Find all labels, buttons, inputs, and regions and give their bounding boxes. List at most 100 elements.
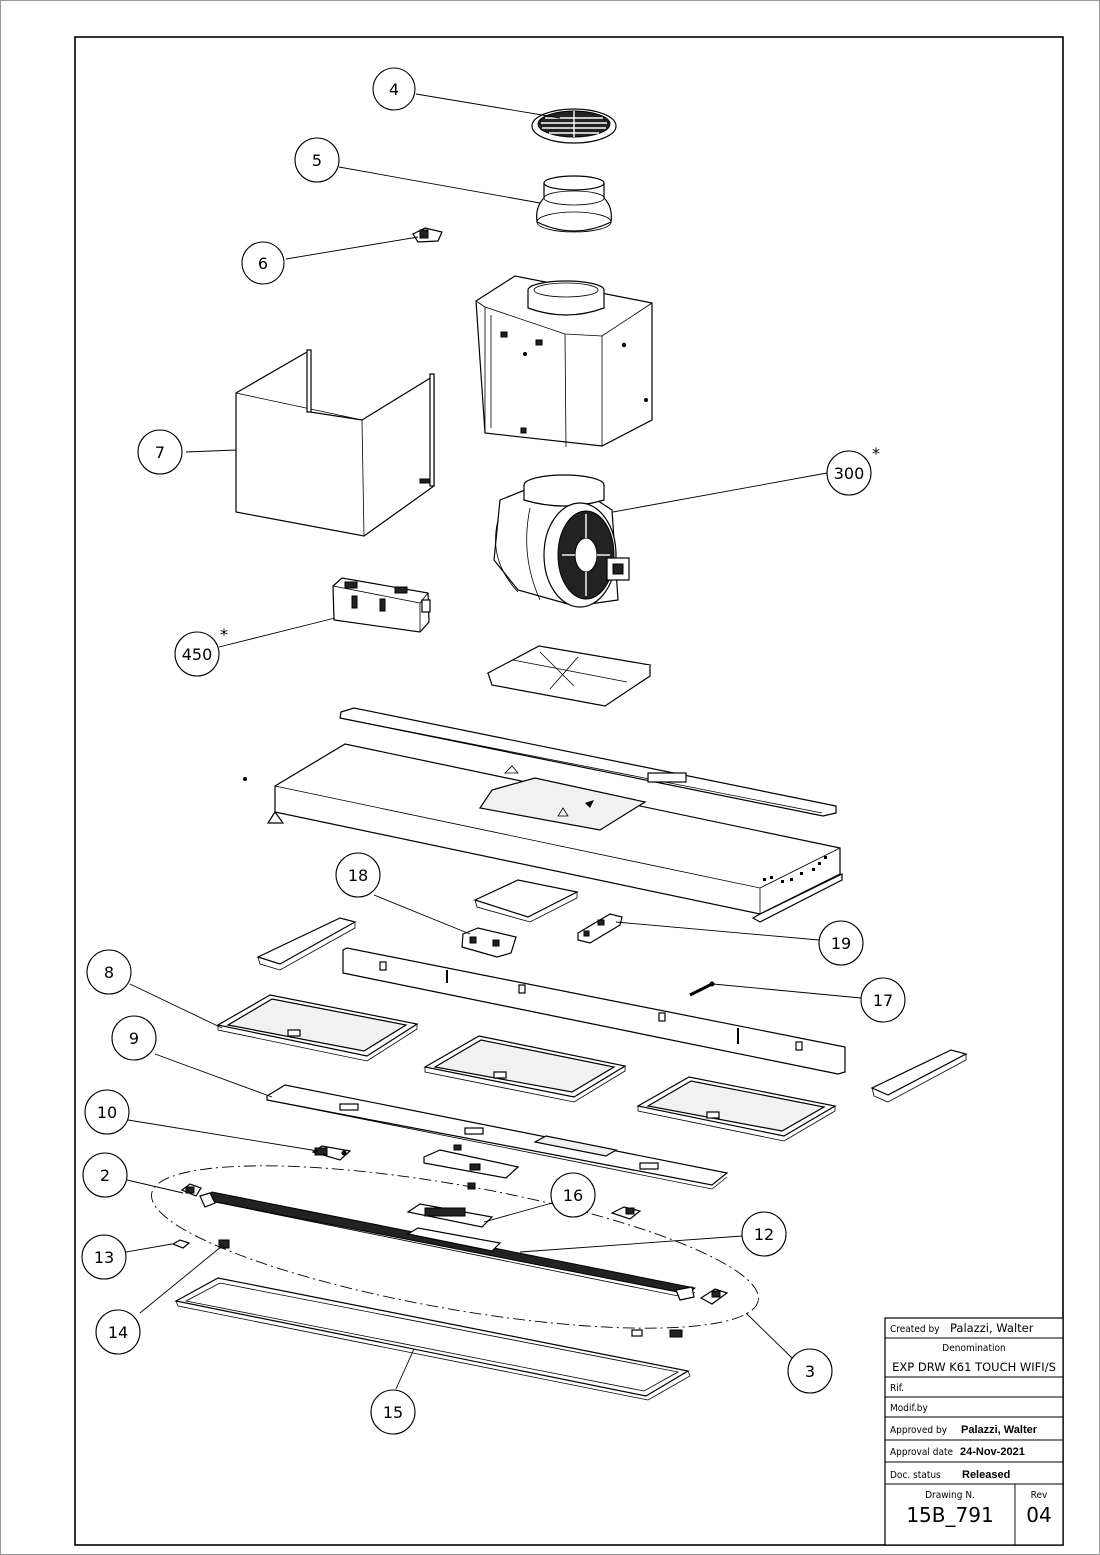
title-block: Created by Palazzi, Walter Denomination … — [884, 1317, 1064, 1546]
part-grease-filter-small — [486, 645, 652, 707]
exploded-parts — [151, 108, 968, 1401]
callout-label: 12 — [754, 1225, 774, 1244]
part-bottom-panel — [174, 1277, 691, 1401]
callout-circle — [826, 450, 872, 496]
group-boundary — [151, 1165, 759, 1329]
part-electronic-box — [332, 577, 431, 633]
callout-300: 300 * — [826, 444, 880, 496]
callout-circle — [241, 241, 285, 285]
callout-label: 450 — [182, 645, 213, 664]
part-filter-center — [423, 1035, 627, 1103]
approval-date-label: Approval date — [890, 1447, 954, 1458]
callout-label: 15 — [383, 1403, 403, 1422]
part-filter-left — [216, 994, 419, 1062]
approved-by-value: Palazzi, Walter — [961, 1424, 1038, 1436]
callout-asterisk: * — [872, 444, 880, 463]
part-left-bracket — [256, 917, 357, 971]
part-clip — [412, 227, 443, 243]
callout-label: 7 — [155, 443, 165, 462]
callout-17: 17 — [860, 977, 906, 1023]
callout-circle — [84, 1089, 130, 1135]
callout-circle — [137, 429, 183, 475]
callout-16: 16 — [550, 1172, 596, 1218]
callout-9: 9 — [111, 1015, 157, 1061]
callout-circle — [787, 1348, 833, 1394]
callout-2: 2 — [82, 1152, 128, 1198]
callout-circle — [370, 1389, 416, 1435]
part-front-frame — [266, 1084, 729, 1190]
part-terminal-box — [461, 927, 517, 958]
part-touch-module — [406, 1203, 494, 1228]
callout-label: 5 — [312, 151, 322, 170]
part-display-bar — [199, 1191, 697, 1301]
callout-label: 19 — [831, 934, 851, 953]
callout-circle — [111, 1015, 157, 1061]
callout-circle — [818, 920, 864, 966]
part-end-cap-right — [699, 1288, 729, 1305]
drawing-number-label: Drawing N. — [925, 1490, 975, 1501]
part-motor — [493, 474, 630, 608]
denomination-value: EXP DRW K61 TOUCH WIFI/S — [892, 1360, 1056, 1374]
callout-circle — [81, 1234, 127, 1280]
callout-15: 15 — [370, 1389, 416, 1435]
part-knob — [218, 1239, 230, 1249]
callout-label: 10 — [97, 1103, 117, 1122]
part-small-pins — [631, 1329, 683, 1338]
part-spacer — [171, 1239, 191, 1249]
callout-label: 18 — [348, 866, 368, 885]
callout-8: 8 — [86, 949, 132, 995]
approved-by-label: Approved by — [890, 1425, 948, 1436]
revision-label: Rev — [1031, 1490, 1048, 1501]
part-filter-right — [636, 1076, 837, 1142]
part-bracket-plate — [473, 879, 579, 923]
callout-10: 10 — [84, 1089, 130, 1135]
callout-7: 7 — [137, 429, 183, 475]
callout-asterisk: * — [220, 625, 228, 644]
callout-circle — [860, 977, 906, 1023]
part-control-housing — [423, 1144, 520, 1190]
callout-label: 9 — [129, 1029, 139, 1048]
callout-5: 5 — [294, 137, 340, 183]
callout-circle — [741, 1211, 787, 1257]
callout-14: 14 — [95, 1309, 141, 1355]
callout-circle — [372, 67, 416, 111]
approval-date-value: 24-Nov-2021 — [960, 1446, 1025, 1458]
callout-circle — [550, 1172, 596, 1218]
doc-status-value: Released — [962, 1469, 1010, 1481]
callout-label: 300 — [834, 464, 865, 483]
callouts: 4 5 6 7 300 * 450 * 18 19 8 17 9 10 2 16 12 13 14 3 15 — [81, 67, 906, 1435]
part-back-rail — [342, 947, 846, 1075]
drawing-border — [74, 36, 1064, 1546]
callout-label: 4 — [389, 80, 399, 99]
part-right-bracket — [870, 1049, 968, 1103]
callout-circle — [86, 949, 132, 995]
callout-18: 18 — [335, 852, 381, 898]
part-chimney-cover — [235, 349, 435, 537]
callout-4: 4 — [372, 67, 416, 111]
leader-lines — [125, 93, 862, 1390]
callout-label: 2 — [100, 1166, 110, 1185]
callout-6: 6 — [241, 241, 285, 285]
callout-3: 3 — [787, 1348, 833, 1394]
modif-by-label: Modif.by — [890, 1403, 928, 1414]
callout-12: 12 — [741, 1211, 787, 1257]
created-by-value: Palazzi, Walter — [950, 1321, 1034, 1335]
doc-status-label: Doc. status — [890, 1470, 941, 1481]
part-end-cap-mid — [610, 1206, 642, 1220]
part-grille — [531, 108, 617, 144]
callout-circle — [174, 631, 220, 677]
callout-label: 14 — [108, 1323, 128, 1342]
callout-13: 13 — [81, 1234, 127, 1280]
denomination-label: Denomination — [942, 1343, 1005, 1354]
callout-label: 16 — [563, 1186, 583, 1205]
part-clip-left — [311, 1145, 352, 1161]
callout-450: 450 * — [174, 625, 228, 677]
revision-value: 04 — [1026, 1503, 1051, 1527]
part-screw — [689, 981, 715, 997]
callout-label: 3 — [805, 1362, 815, 1381]
part-end-cap-left — [180, 1183, 202, 1197]
part-collar — [536, 175, 612, 233]
drawing-number-value: 15B_791 — [906, 1503, 993, 1527]
